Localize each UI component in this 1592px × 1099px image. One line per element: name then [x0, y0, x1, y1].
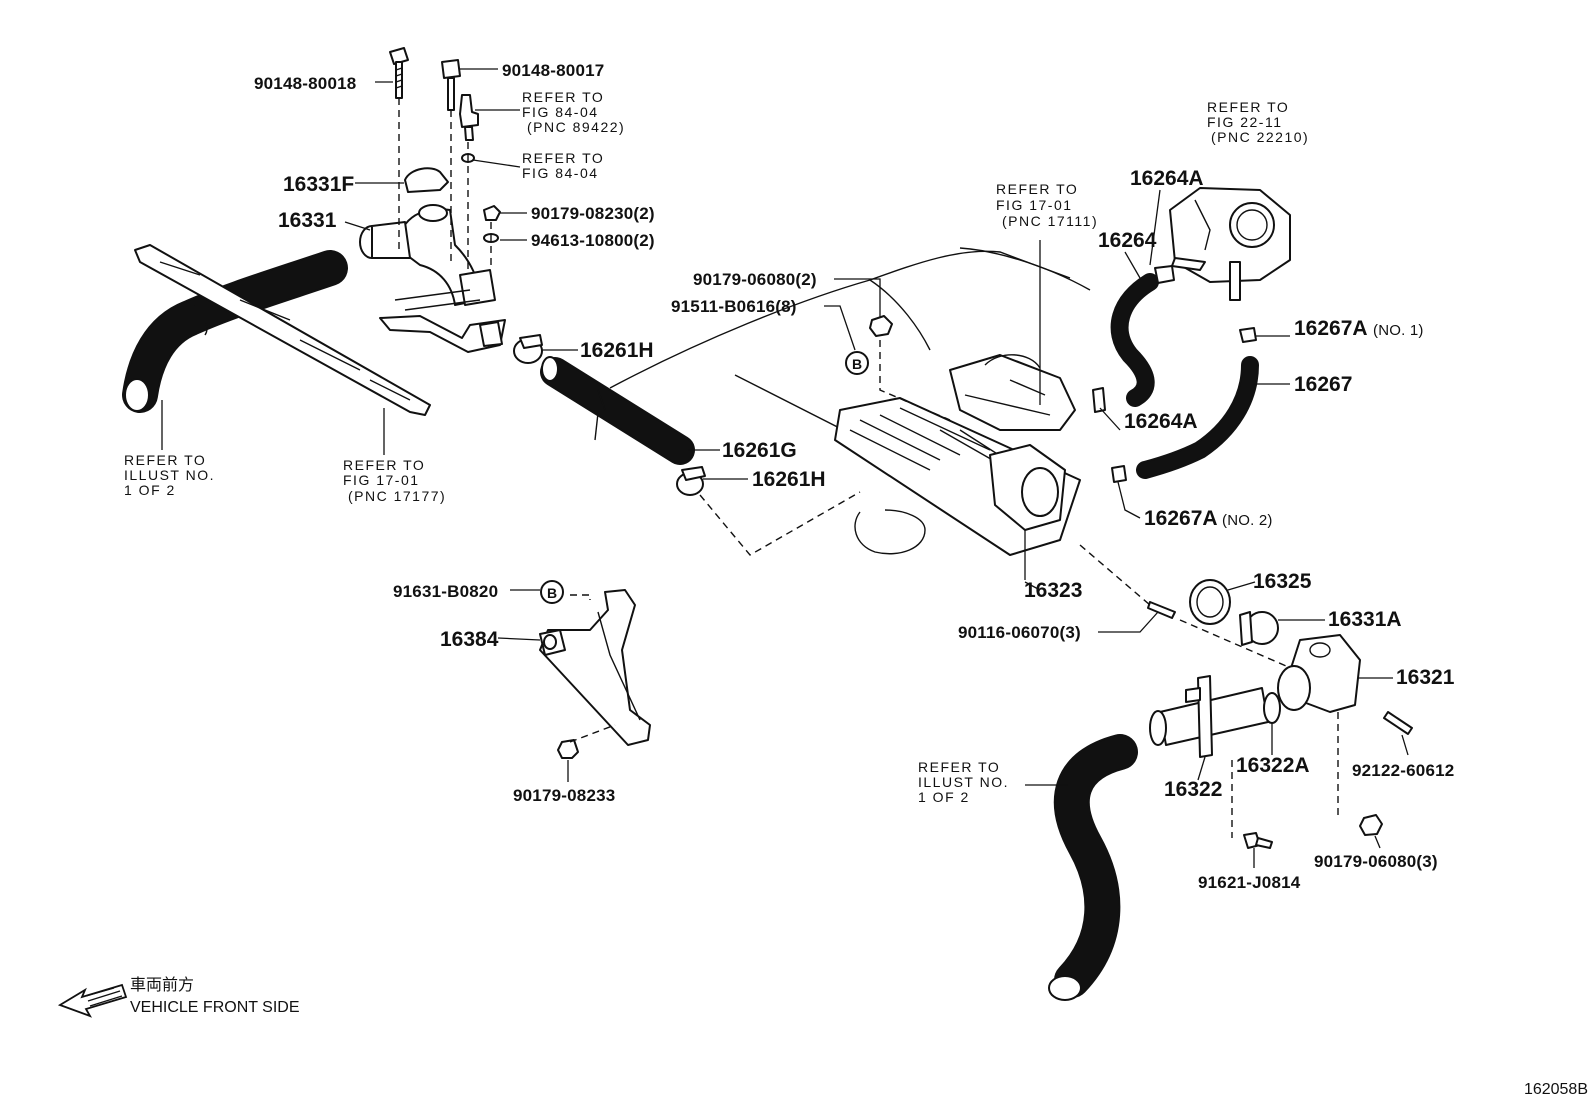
svg-text:REFER TO: REFER TO: [124, 452, 206, 468]
svg-text:FIG 22-11: FIG 22-11: [1207, 114, 1283, 130]
radiator-hose-left: [122, 250, 348, 413]
bracket-16384: [539, 589, 651, 746]
ref-illust-1-of-2-right: REFER TO ILLUST NO. 1 OF 2: [918, 759, 1009, 805]
label-16322: 16322: [1164, 778, 1222, 801]
svg-text:REFER TO: REFER TO: [343, 457, 425, 473]
svg-text:REFER TO: REFER TO: [996, 181, 1078, 197]
ref-illust-1-of-2-left: REFER TO ILLUST NO. 1 OF 2: [124, 452, 215, 498]
water-outlet-assembly: [359, 204, 506, 353]
label-16331F: 16331F: [283, 173, 354, 196]
label-16325: 16325: [1253, 570, 1312, 593]
bypass-hose: [540, 356, 695, 465]
svg-text:(PNC 17177): (PNC 17177): [348, 488, 446, 504]
label-16331A: 16331A: [1328, 608, 1402, 631]
hose-16267: [1111, 327, 1259, 483]
label-92122-60612: 92122-60612: [1352, 761, 1454, 780]
bolt-90148-80018: [389, 47, 409, 99]
small-washers: [461, 153, 501, 243]
label-16267A-no1-suffix: (NO. 1): [1373, 322, 1424, 339]
bolt-90148-80017: [441, 59, 461, 111]
vehicle-front-arrow-icon: [57, 983, 128, 1018]
svg-text:FIG 17-01: FIG 17-01: [996, 197, 1073, 213]
svg-text:(PNC 17111): (PNC 17111): [1002, 213, 1098, 229]
label-16331: 16331: [278, 209, 337, 232]
label-91621-J0814: 91621-J0814: [1198, 873, 1301, 892]
svg-text:REFER TO: REFER TO: [522, 89, 604, 105]
gasket-strip: [134, 244, 431, 416]
svg-text:FIG 84-04: FIG 84-04: [522, 165, 599, 181]
ref-fig-22-11: REFER TO FIG 22-11 (PNC 22210): [1207, 99, 1309, 145]
thermostat-16331A: [1239, 611, 1279, 646]
label-90179-06080-2: 90179-06080(2): [693, 270, 817, 289]
filler-cap: [404, 167, 449, 193]
label-16264: 16264: [1098, 229, 1157, 252]
label-16267A-no2: 16267A: [1144, 507, 1218, 530]
label-94613-10800: 94613-10800(2): [531, 231, 655, 250]
label-16384: 16384: [440, 628, 499, 651]
label-90179-08230: 90179-08230(2): [531, 204, 655, 223]
hose-clamp-top: [513, 334, 543, 364]
svg-text:REFER TO: REFER TO: [1207, 99, 1289, 115]
direction-japanese: 車両前方: [130, 976, 194, 994]
throttle-body: [1169, 187, 1291, 301]
nut-90179-06080-3: [1359, 814, 1383, 836]
direction-english: VEHICLE FRONT SIDE: [130, 999, 300, 1016]
label-16264A-top: 16264A: [1130, 167, 1204, 190]
radiator-hose-lower: [1048, 734, 1138, 1001]
ref-fig-84-04: REFER TO FIG 84-04: [522, 150, 604, 181]
ref-fig-17-01-pnc17111: REFER TO FIG 17-01 (PNC 17111): [996, 181, 1098, 229]
svg-text:1 OF 2: 1 OF 2: [918, 789, 970, 805]
label-16321: 16321: [1396, 666, 1455, 689]
marker-b-top: B: [845, 351, 869, 375]
marker-b-bottom: B: [540, 580, 564, 604]
manifold-flange: [834, 354, 1081, 556]
svg-text:FIG 17-01: FIG 17-01: [343, 472, 420, 488]
svg-text:(PNC 89422): (PNC 89422): [527, 119, 625, 135]
svg-text:REFER TO: REFER TO: [918, 759, 1000, 775]
label-91511-B0616: 91511-B0616(8): [671, 297, 797, 316]
label-90148-80017: 90148-80017: [502, 61, 604, 80]
label-90179-06080-3: 90179-06080(3): [1314, 852, 1438, 871]
svg-text:ILLUST NO.: ILLUST NO.: [918, 774, 1009, 790]
label-16267: 16267: [1294, 373, 1352, 396]
label-16267A-no2-suffix: (NO. 2): [1222, 512, 1273, 529]
pipe-16322: [1149, 675, 1269, 758]
label-91631-B0820: 91631-B0820: [393, 582, 498, 601]
svg-text:FIG 84-04: FIG 84-04: [522, 104, 599, 120]
label-16261G: 16261G: [722, 439, 797, 462]
label-16322A: 16322A: [1236, 754, 1310, 777]
leader-lines: [161, 68, 1409, 868]
oring-16322A: [1263, 692, 1281, 724]
inlet-housing-16321: [1277, 634, 1361, 713]
label-90179-08233: 90179-08233: [513, 786, 615, 805]
stud-90116-06070: [1147, 601, 1176, 619]
nut-90179-08233: [557, 739, 579, 759]
label-90148-80018: 90148-80018: [254, 74, 356, 93]
stud-92122-60612: [1383, 711, 1413, 735]
svg-text:ILLUST NO.: ILLUST NO.: [124, 467, 215, 483]
label-16267A-no1: 16267A: [1294, 317, 1368, 340]
nut-90179-06080-2: [869, 315, 893, 337]
svg-text:REFER TO: REFER TO: [522, 150, 604, 166]
marker-b-bottom-letter: B: [547, 585, 557, 601]
hose-clamp-bottom: [676, 466, 706, 496]
label-16323: 16323: [1024, 579, 1082, 602]
figure-code: 162058B: [1524, 1081, 1588, 1098]
gasket-16325: [1189, 579, 1231, 625]
bolt-91621-J0814: [1243, 832, 1273, 849]
ref-fig-84-04-pnc89422: REFER TO FIG 84-04 (PNC 89422): [522, 89, 625, 135]
ref-fig-17-01-pnc17177: REFER TO FIG 17-01 (PNC 17177): [343, 457, 446, 504]
sensor-switch: [459, 94, 479, 141]
hose-16264: [1092, 265, 1175, 413]
label-16261H-bottom: 16261H: [752, 468, 826, 491]
label-16264A-mid: 16264A: [1124, 410, 1198, 433]
svg-text:(PNC 22210): (PNC 22210): [1211, 129, 1309, 145]
marker-b-top-letter: B: [852, 356, 862, 372]
label-16261H-top: 16261H: [580, 339, 654, 362]
svg-text:1 OF 2: 1 OF 2: [124, 482, 176, 498]
label-90116-06070: 90116-06070(3): [958, 623, 1081, 642]
